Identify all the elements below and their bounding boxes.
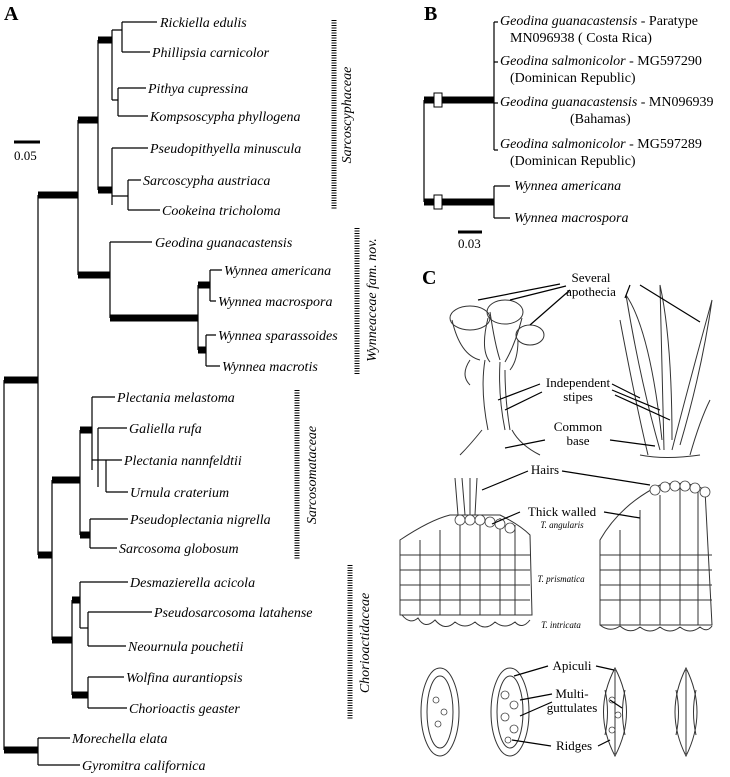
- taxon-label: Pseudosarcosoma latahense: [153, 606, 313, 621]
- taxon-label: Rickiella edulis: [159, 16, 247, 31]
- taxon-label: Phillipsia carnicolor: [151, 46, 270, 61]
- taxon-label: Kompsoscypha phyllogena: [149, 110, 300, 125]
- family-label-wynneaceae: Wynneaceae fam. nov.: [365, 238, 380, 362]
- taxon-label: Wynnea macrospora: [218, 295, 332, 310]
- scale-label-b: 0.03: [458, 236, 481, 251]
- taxon-label: Wynnea macrotis: [222, 360, 318, 375]
- taxon-accession-b: (Dominican Republic): [510, 154, 636, 169]
- label-t-angularis: T. angularis: [540, 520, 584, 530]
- taxon-label: Wynnea sparassoides: [218, 329, 338, 344]
- taxon-label: Urnula craterium: [130, 486, 229, 501]
- label-several: Several: [572, 270, 611, 285]
- family-label-sarcoscyphaceae: Sarcoscyphaceae: [340, 67, 355, 164]
- panel-label-c: C: [422, 267, 436, 289]
- taxon-label: Cookeina tricholoma: [162, 204, 281, 219]
- annotation-arrows-bottom: [511, 665, 623, 747]
- taxon-accession-b: (Bahamas): [570, 112, 631, 127]
- ascospores-drawing: [420, 666, 698, 758]
- family-label-sarcosomataceae: Sarcosomataceae: [305, 426, 320, 524]
- apothecia-drawing: [449, 284, 713, 458]
- taxon-label: Pseudoplectania nigrella: [129, 513, 271, 528]
- phylogeny-tree-a: [3, 21, 222, 766]
- excipulum-tissue-drawing: [399, 477, 713, 632]
- annotation-arrows-top: [477, 283, 701, 449]
- taxon-label-b: Geodina guanacastensis - MN096939: [500, 95, 714, 110]
- label-apiculi: Apiculi: [553, 658, 592, 673]
- taxon-accession-b: MN096938 ( Costa Rica): [510, 31, 652, 46]
- taxon-label-b: Wynnea macrospora: [514, 211, 628, 226]
- taxon-label: Chorioactis geaster: [129, 702, 240, 717]
- taxon-label: Plectania melastoma: [116, 391, 235, 406]
- label-ridges: Ridges: [556, 738, 592, 753]
- scale-label-a: 0.05: [14, 148, 37, 163]
- label-independent: Independent: [546, 375, 611, 390]
- taxon-labels-a: Rickiella edulis Phillipsia carnicolor P…: [71, 16, 338, 774]
- panel-label-b: B: [424, 3, 437, 25]
- taxon-label: Sarcoscypha austriaca: [143, 174, 270, 189]
- label-hairs: Hairs: [531, 462, 559, 477]
- taxon-label-b: Geodina salmonicolor - MG597290: [500, 54, 702, 69]
- label-multi: Multi-: [555, 686, 588, 701]
- taxon-label: Neournula pouchetii: [127, 640, 244, 655]
- taxon-label: Geodina guanacastensis: [155, 236, 293, 251]
- taxon-label: Wolfina aurantiopsis: [126, 671, 243, 686]
- taxon-labels-b: Geodina guanacastensis - Paratype MN0969…: [500, 14, 714, 226]
- label-guttulates: guttulates: [547, 700, 598, 715]
- taxon-label: Gyromitra californica: [82, 759, 206, 774]
- annotation-arrows-middle: [481, 470, 651, 525]
- taxon-label: Wynnea americana: [224, 264, 331, 279]
- taxon-label: Sarcosoma globosum: [119, 542, 239, 557]
- taxon-label: Plectania nannfeldtii: [123, 454, 242, 469]
- phylogeny-tree-b: [423, 21, 510, 219]
- label-common: Common: [554, 419, 603, 434]
- label-t-prismatica: T. prismatica: [537, 574, 585, 584]
- label-t-intricata: T. intricata: [541, 620, 581, 630]
- family-label-chorioactidaceae: Chorioactidaceae: [358, 593, 373, 693]
- label-thick-walled: Thick walled: [528, 504, 597, 519]
- taxon-label-b: Geodina guanacastensis - Paratype: [500, 14, 698, 29]
- taxon-label-b: Geodina salmonicolor - MG597289: [500, 137, 702, 152]
- taxon-label: Morechella elata: [71, 732, 168, 747]
- label-base: base: [566, 433, 589, 448]
- taxon-accession-b: (Dominican Republic): [510, 71, 636, 86]
- family-brackets: Sarcoscyphaceae Wynneaceae fam. nov. Sar…: [294, 20, 380, 720]
- label-apothecia: apothecia: [566, 284, 616, 299]
- label-stipes: stipes: [563, 389, 593, 404]
- taxon-label-b: Wynnea americana: [514, 179, 621, 194]
- taxon-label: Desmazierella acicola: [129, 576, 255, 591]
- taxon-label: Pseudopithyella minuscula: [149, 142, 301, 157]
- taxon-label: Pithya cupressina: [147, 82, 248, 97]
- panel-label-a: A: [4, 3, 19, 25]
- taxon-label: Galiella rufa: [129, 422, 202, 437]
